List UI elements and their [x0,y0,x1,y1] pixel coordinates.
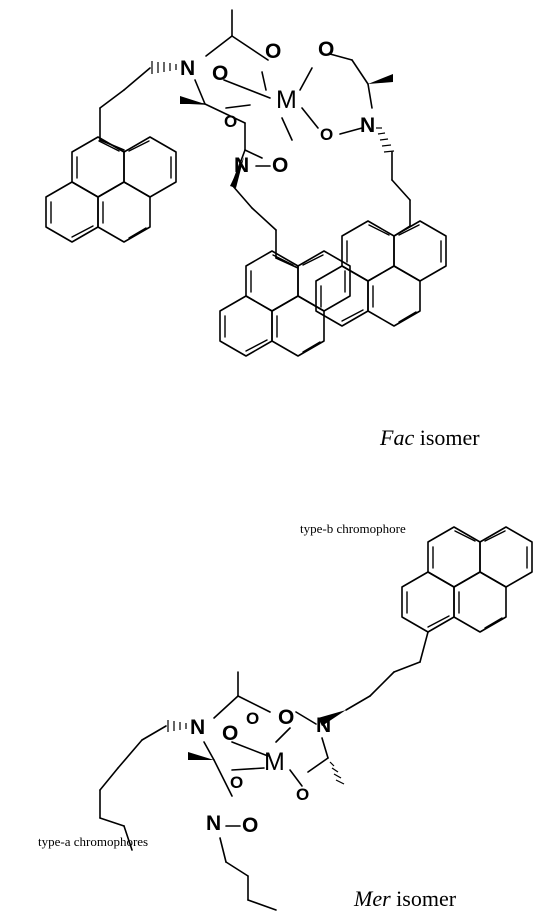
fac-oxygen-3: O [320,125,333,144]
fac-oxygen-2: O [224,112,237,131]
mer-oxygen-top-small: O [246,709,259,728]
mer-isomer-name: Mer [353,886,391,911]
mer-oxygen-2: O [230,773,243,792]
mer-isomer-structure: N O O O N O M O N O [99,526,533,911]
type-a-chromophores-label: type-a chromophores [38,834,148,849]
fac-oxygen-right: O [318,38,334,61]
mer-oxygen-1: O [222,722,238,745]
fac-oxygen-top: O [265,40,281,63]
type-b-chromophore-label: type-b chromophore [300,521,406,536]
mer-nitrogen-left: N [190,716,205,739]
fac-nitrogen-right: N [360,114,375,137]
mer-nitrogen-right: N [316,714,331,737]
fac-isomer-word: isomer [420,425,481,450]
mer-oxygen-3: O [296,785,309,804]
fac-isomer-label: Fac isomer [379,425,480,450]
fac-oxygen-1: O [212,62,228,85]
mer-isomer-word: isomer [396,886,457,911]
mer-oxygen-bottom: O [242,814,258,837]
type-a-chromophore-left [123,825,133,851]
fac-nitrogen-bottom: N [234,154,249,177]
mer-isomer-label: Mer isomer [353,886,457,911]
fac-metal: M [276,86,297,114]
fac-oxygen-bottom: O [272,154,288,177]
fac-nitrogen-left: N [180,57,195,80]
fac-isomer-name: Fac [379,425,414,450]
mer-nitrogen-bottom: N [206,812,221,835]
mer-metal: M [264,748,285,776]
mer-oxygen-right-top: O [278,706,294,729]
fac-isomer-structure: N O O O M O O N N O [45,9,447,357]
